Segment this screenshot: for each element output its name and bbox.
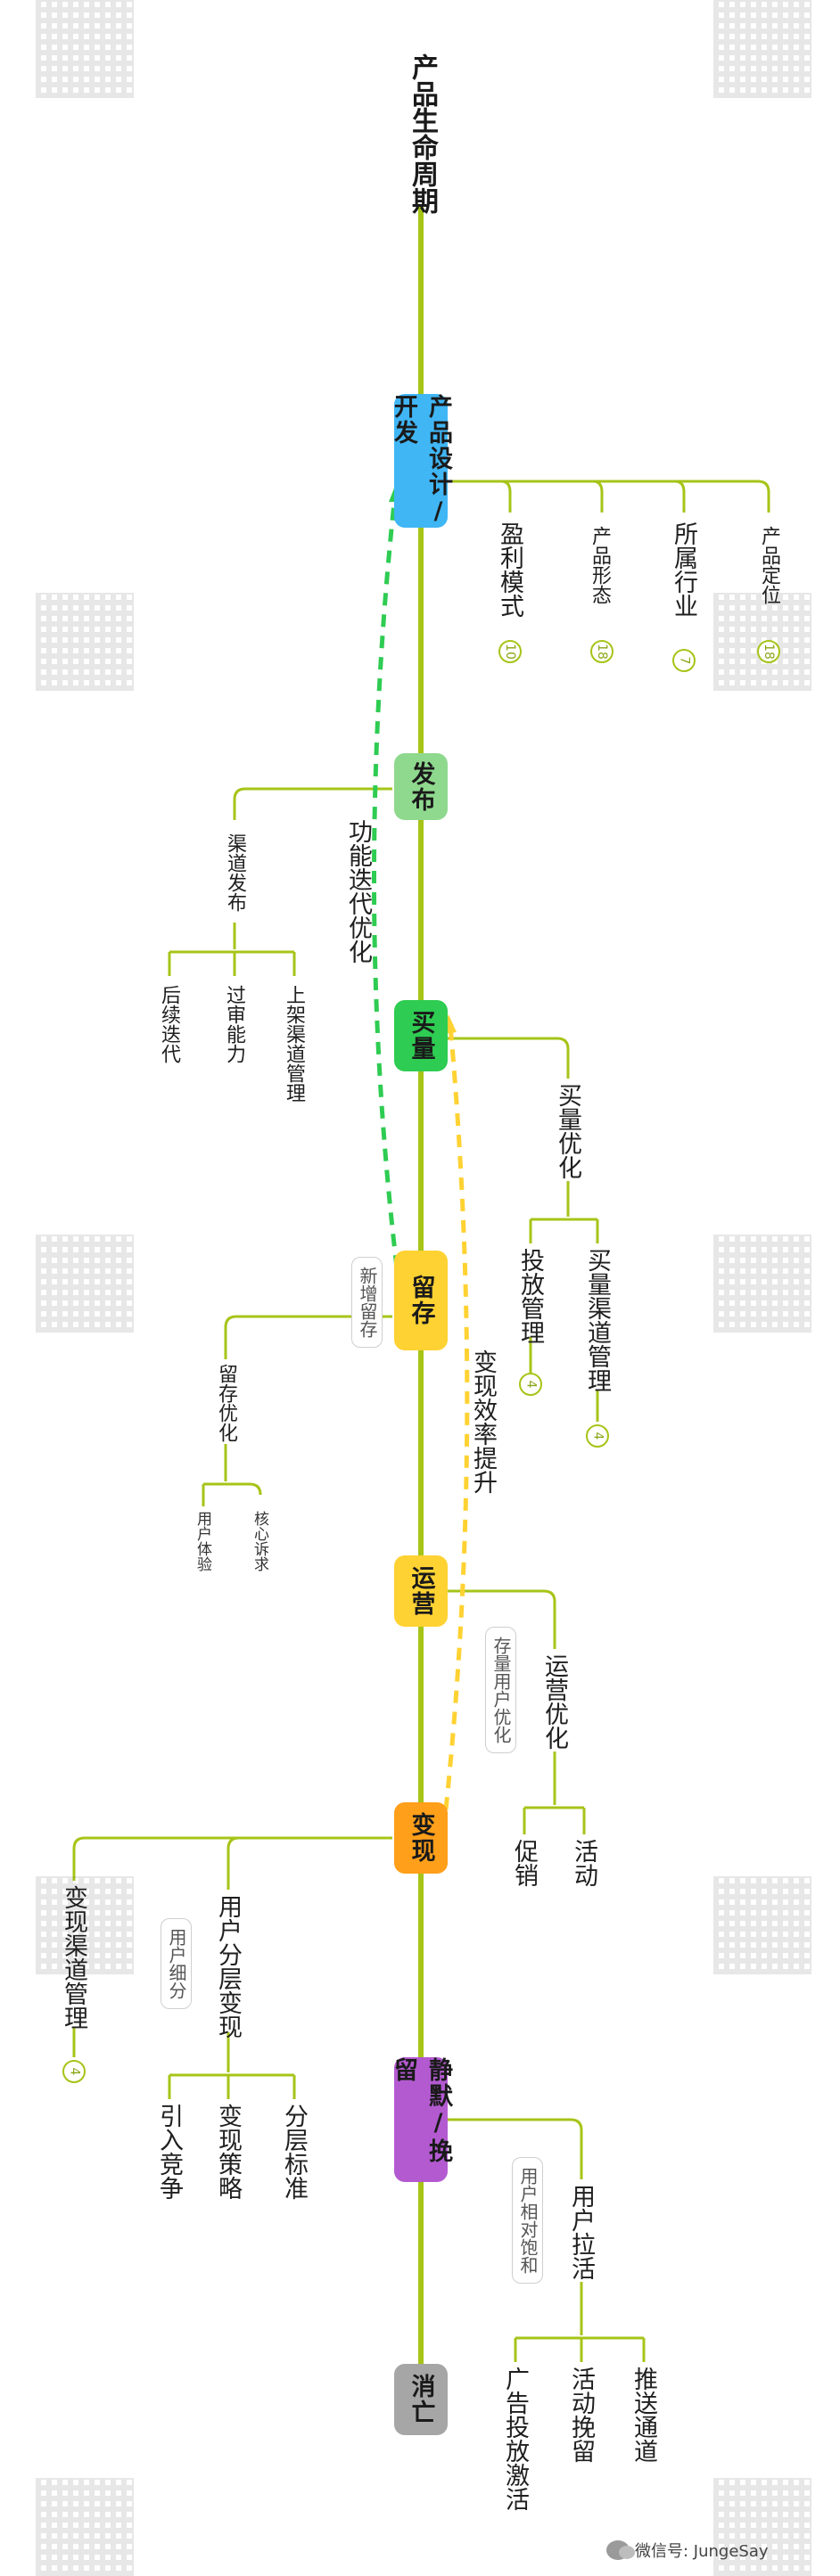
stage-death-label: 消亡	[407, 2374, 435, 2425]
leaf-tier-standard[interactable]: 分层标准	[280, 2104, 308, 2200]
badge-industry: 7	[672, 649, 696, 672]
watermark-qr	[713, 0, 811, 98]
watermark-qr	[36, 2478, 134, 2576]
leaf-buy-channel-mgmt[interactable]: 买量渠道管理	[583, 1248, 611, 1392]
branch-user-reactivation[interactable]: 用户拉活	[567, 2184, 595, 2280]
watermark-qr	[713, 1876, 811, 1974]
watermark-qr	[36, 1235, 134, 1333]
leaf-review-ability[interactable]: 过审能力	[223, 985, 245, 1063]
stage-monetize-label: 变现	[407, 1812, 435, 1864]
stage-monetize[interactable]: 变现	[394, 1802, 448, 1874]
wechat-icon	[606, 2540, 635, 2560]
branch-retention-optimization[interactable]: 留存优化	[215, 1364, 237, 1442]
branch-channel-release[interactable]: 渠道发布	[224, 833, 246, 912]
watermark-qr	[713, 1235, 811, 1333]
leaf-activity-retention[interactable]: 活动挽留	[567, 2367, 595, 2463]
watermark-qr	[36, 1876, 134, 1974]
footer-wechat-id: 微信号: JungeSay	[635, 2542, 769, 2561]
root-title: 产品生命周期	[407, 53, 438, 214]
branch-profit-model[interactable]: 盈利模式	[496, 521, 523, 618]
leaf-core-demand[interactable]: 核心诉求	[251, 1511, 268, 1571]
relation-label-feature-iteration: 功能迭代优化	[344, 816, 372, 967]
branch-product-form[interactable]: 产品形态	[589, 526, 611, 604]
leaf-delivery-mgmt[interactable]: 投放管理	[516, 1248, 544, 1344]
watermark-qr	[713, 2478, 811, 2576]
branch-monetize-channel-mgmt[interactable]: 变现渠道管理	[60, 1885, 87, 2030]
leaf-follow-up-iteration[interactable]: 后续迭代	[158, 985, 180, 1063]
leaf-push-channel[interactable]: 推送通道	[630, 2367, 657, 2463]
stage-buy-label: 买量	[407, 1010, 435, 1062]
stage-buy[interactable]: 买量	[394, 1000, 448, 1071]
badge-buy-channel-mgmt: 4	[586, 1424, 609, 1448]
branch-positioning[interactable]: 产品定位	[758, 526, 780, 604]
branch-ops-optimization[interactable]: 运营优化	[540, 1653, 568, 1750]
stage-release-label: 发布	[407, 760, 435, 813]
stage-silent-label: 静默/挽留	[390, 2057, 452, 2164]
relation-monetize-efficiency	[443, 1024, 470, 1810]
branch-user-tier-monetize[interactable]: 用户分层变现	[214, 1894, 242, 2039]
leaf-promotion[interactable]: 促销	[510, 1839, 538, 1887]
badge-monetize-channel-mgmt: 4	[62, 2060, 86, 2083]
badge-delivery-mgmt: 4	[519, 1373, 542, 1396]
relation-feature-iteration	[372, 494, 399, 1268]
stage-retain[interactable]: 留存	[394, 1251, 448, 1350]
tag-user-segmentation: 用户细分	[161, 1918, 192, 2009]
badge-profit-model: 10	[498, 640, 522, 663]
badge-monetize-channel-mgmt-count: 4	[66, 2067, 81, 2076]
badge-positioning-count: 18	[761, 644, 776, 660]
leaf-activity[interactable]: 活动	[570, 1839, 597, 1887]
leaf-listing-channel-mgmt[interactable]: 上架渠道管理	[283, 985, 305, 1103]
design-connector	[439, 480, 770, 513]
badge-buy-channel-mgmt-count: 4	[589, 1432, 605, 1440]
tag-existing-user-optimization: 存量用户优化	[485, 1627, 516, 1753]
leaf-introduce-competition[interactable]: 引入竞争	[155, 2104, 183, 2200]
badge-positioning: 18	[757, 640, 780, 663]
stage-ops-label: 运营	[407, 1565, 435, 1617]
retain-connector	[202, 1315, 392, 1506]
stage-death[interactable]: 消亡	[394, 2364, 448, 2435]
buy-connector	[446, 1037, 599, 1422]
stage-release[interactable]: 发布	[394, 753, 448, 820]
silent-connector	[446, 2118, 646, 2362]
stage-retain-label: 留存	[407, 1275, 435, 1326]
footer-wechat: 微信号: JungeSay	[606, 2539, 769, 2562]
monetize-connector	[72, 1836, 392, 2099]
stage-design[interactable]: 产品设计/开发	[390, 394, 452, 528]
tag-user-saturation: 用户相对饱和	[512, 2157, 543, 2284]
tag-new-retention: 新增留存	[351, 1257, 383, 1348]
watermark-qr	[36, 593, 134, 691]
leaf-monetize-strategy[interactable]: 变现策略	[214, 2104, 242, 2200]
leaf-user-experience[interactable]: 用户体验	[194, 1511, 211, 1571]
stage-silent[interactable]: 静默/挽留	[390, 2057, 452, 2182]
badge-product-form-count: 18	[594, 644, 609, 660]
ops-connector	[446, 1589, 586, 1834]
branch-buy-optimization[interactable]: 买量优化	[554, 1083, 581, 1179]
stage-ops[interactable]: 运营	[394, 1555, 448, 1627]
relation-label-monetize-efficiency: 变现效率提升	[469, 1346, 497, 1497]
branch-industry[interactable]: 所属行业	[670, 521, 697, 618]
release-connector	[168, 787, 392, 976]
stage-design-label: 产品设计/开发	[390, 394, 452, 527]
badge-profit-model-count: 10	[502, 644, 517, 660]
badge-industry-count: 7	[676, 656, 691, 665]
badge-product-form: 18	[590, 640, 614, 663]
badge-delivery-mgmt-count: 4	[523, 1380, 538, 1389]
leaf-ad-reactivation[interactable]: 广告投放激活	[501, 2367, 529, 2511]
watermark-qr	[36, 0, 134, 98]
